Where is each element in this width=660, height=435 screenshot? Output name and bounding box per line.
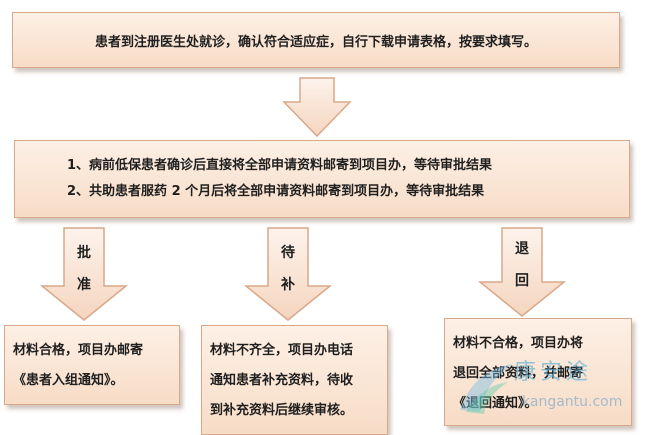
approve-outcome-line2: 《患者入组通知》。 — [13, 373, 124, 388]
down-arrow-main — [282, 77, 352, 138]
pending-outcome-line1: 材料不齐全，项目办电话 — [210, 343, 354, 358]
step2-line1: 1、病前低保患者确诊后直接将全部申请资料邮寄到项目办，等待审批结果 — [67, 158, 493, 173]
approve-outcome-box: 材料合格，项目办邮寄 《患者入组通知》。 — [4, 325, 180, 405]
approve-arrow — [39, 227, 129, 321]
reject-outcome-box: 材料不合格，项目办将 退回全部资料，并邮寄 《退回通知》。 — [444, 318, 632, 426]
pending-outcome-box: 材料不齐全，项目办电话 通知患者补充资料，待收 到补充资料后继续审核。 — [201, 325, 388, 435]
approve-label-top: 批 — [77, 245, 91, 261]
pending-label-top: 待 — [281, 245, 295, 261]
step1-box: 患者到注册医生处就诊，确认符合适应症，自行下载申请表格，按要求填写。 — [12, 12, 620, 68]
pending-arrow — [243, 227, 333, 321]
approve-label-bottom: 准 — [77, 277, 91, 293]
pending-outcome-line3: 到补充资料后继续审核。 — [210, 403, 354, 418]
reject-outcome-line1: 材料不合格，项目办将 — [453, 336, 584, 351]
pending-outcome-line2: 通知患者补充资料，待收 — [210, 373, 354, 388]
pending-label-bottom: 补 — [281, 277, 295, 293]
step2-line2: 2、共助患者服药 2 个月后将全部申请资料邮寄到项目办，等待审批结果 — [67, 184, 485, 199]
approve-outcome-line1: 材料合格，项目办邮寄 — [13, 343, 144, 358]
reject-arrow — [477, 227, 567, 317]
reject-label-top: 退 — [515, 241, 529, 257]
reject-outcome-line2: 退回全部资料，并邮寄 — [453, 366, 584, 381]
reject-label-bottom: 回 — [515, 273, 529, 289]
reject-outcome-line3: 《退回通知》。 — [453, 396, 538, 411]
step2-box: 1、病前低保患者确诊后直接将全部申请资料邮寄到项目办，等待审批结果 2、共助患者… — [14, 140, 630, 218]
step1-text: 患者到注册医生处就诊，确认符合适应症，自行下载申请表格，按要求填写。 — [94, 34, 537, 50]
